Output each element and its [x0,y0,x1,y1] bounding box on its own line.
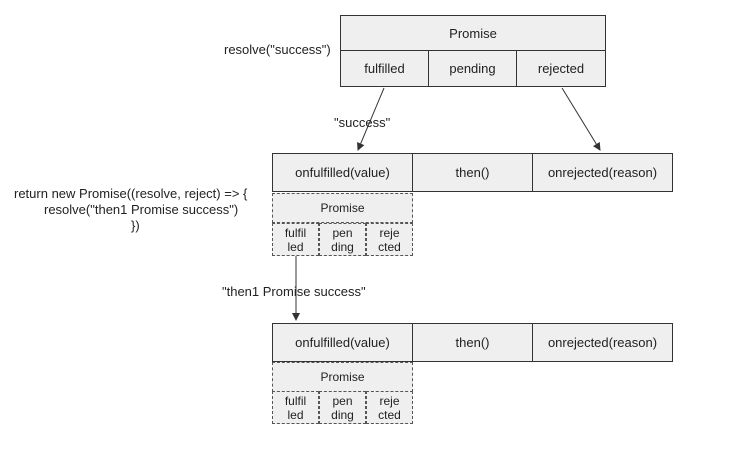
inner-state-fulfilled: fulfil led [272,223,319,256]
state-rejected: rejected [516,50,606,87]
inner-state-rejected: reje cted [366,223,413,256]
inner-promise-title: Promise [272,193,413,223]
state-fulfilled: fulfilled [340,50,429,87]
inner-state-rejected-2: reje cted [366,391,413,424]
inner-state-pending-2: pen ding [319,391,366,424]
arrow-rejected-to-onrejected [561,87,601,151]
inner-promise-title-2: Promise [272,362,413,392]
success-label: "success" [334,115,391,130]
inner-state-fulfilled-2: fulfil led [272,391,319,424]
onrejected-cell: onrejected(reason) [532,153,673,192]
inner-state-pending: pen ding [319,223,366,256]
promise-top-title: Promise [340,15,606,51]
state-pending: pending [428,50,517,87]
onfulfilled-cell: onfulfilled(value) [272,153,413,192]
arrow-fulfilled-to-onfulfilled [357,87,385,151]
code-line-3: }) [131,218,140,233]
then1-success-label: "then1 Promise success" [222,284,366,299]
code-line-2: resolve("then1 Promise success") [44,202,239,217]
onrejected-cell-2: onrejected(reason) [532,323,673,362]
resolve-call-label: resolve("success") [224,42,331,57]
code-line-1: return new Promise((resolve, reject) => … [14,186,248,201]
then-cell: then() [412,153,533,192]
onfulfilled-cell-2: onfulfilled(value) [272,323,413,362]
then-cell-2: then() [412,323,533,362]
